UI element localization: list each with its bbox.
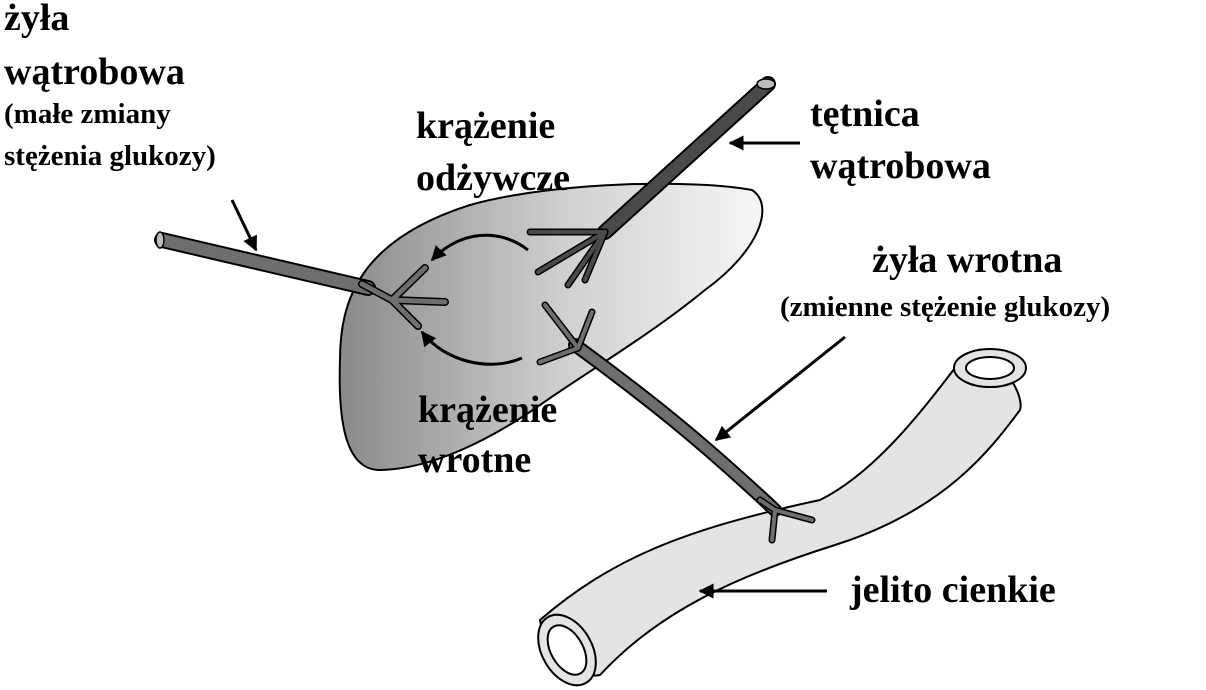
nutritive-circulation-label-line1: krążenie: [416, 105, 556, 147]
portal-vein: [536, 301, 816, 544]
small-intestine-tube: [538, 353, 1022, 677]
nutritive-circulation-label-line2: odżywcze: [416, 157, 571, 199]
hepatic-vein-label-line1: żyła: [4, 0, 70, 39]
hepatic-vein-note-line2: stężenia glukozy): [4, 140, 216, 172]
hepatic-artery-label-line2: wątrobowa: [810, 145, 991, 187]
hepatic-vein-note-line1: (małe zmiany: [4, 98, 171, 130]
portal-circulation-label-line2: wrotne: [418, 439, 532, 481]
portal-circulation-label-line1: krążenie: [418, 389, 558, 431]
portal-circulation-arrow: [420, 330, 523, 366]
hepatic-artery-label-line1: tętnica: [810, 93, 920, 135]
hepatic-vein-label-line2: wątrobowa: [4, 51, 185, 93]
hepatic-vein-pointer-arrow: [230, 199, 258, 252]
portal-vein-note: (zmienne stężenie glukozy): [780, 291, 1111, 323]
hepatic-vein: [154, 231, 449, 330]
nutritive-circulation-arrow: [430, 233, 529, 262]
portal-vein-label: żyła wrotna: [872, 239, 1063, 281]
hepatic-artery: [526, 76, 776, 289]
intestine-lower-opening-inner: [546, 624, 588, 676]
portal-vein-pointer-arrow: [714, 335, 846, 442]
small-intestine-label: jelito cienkie: [850, 569, 1056, 611]
intestine-upper-opening-inner: [965, 356, 1015, 380]
